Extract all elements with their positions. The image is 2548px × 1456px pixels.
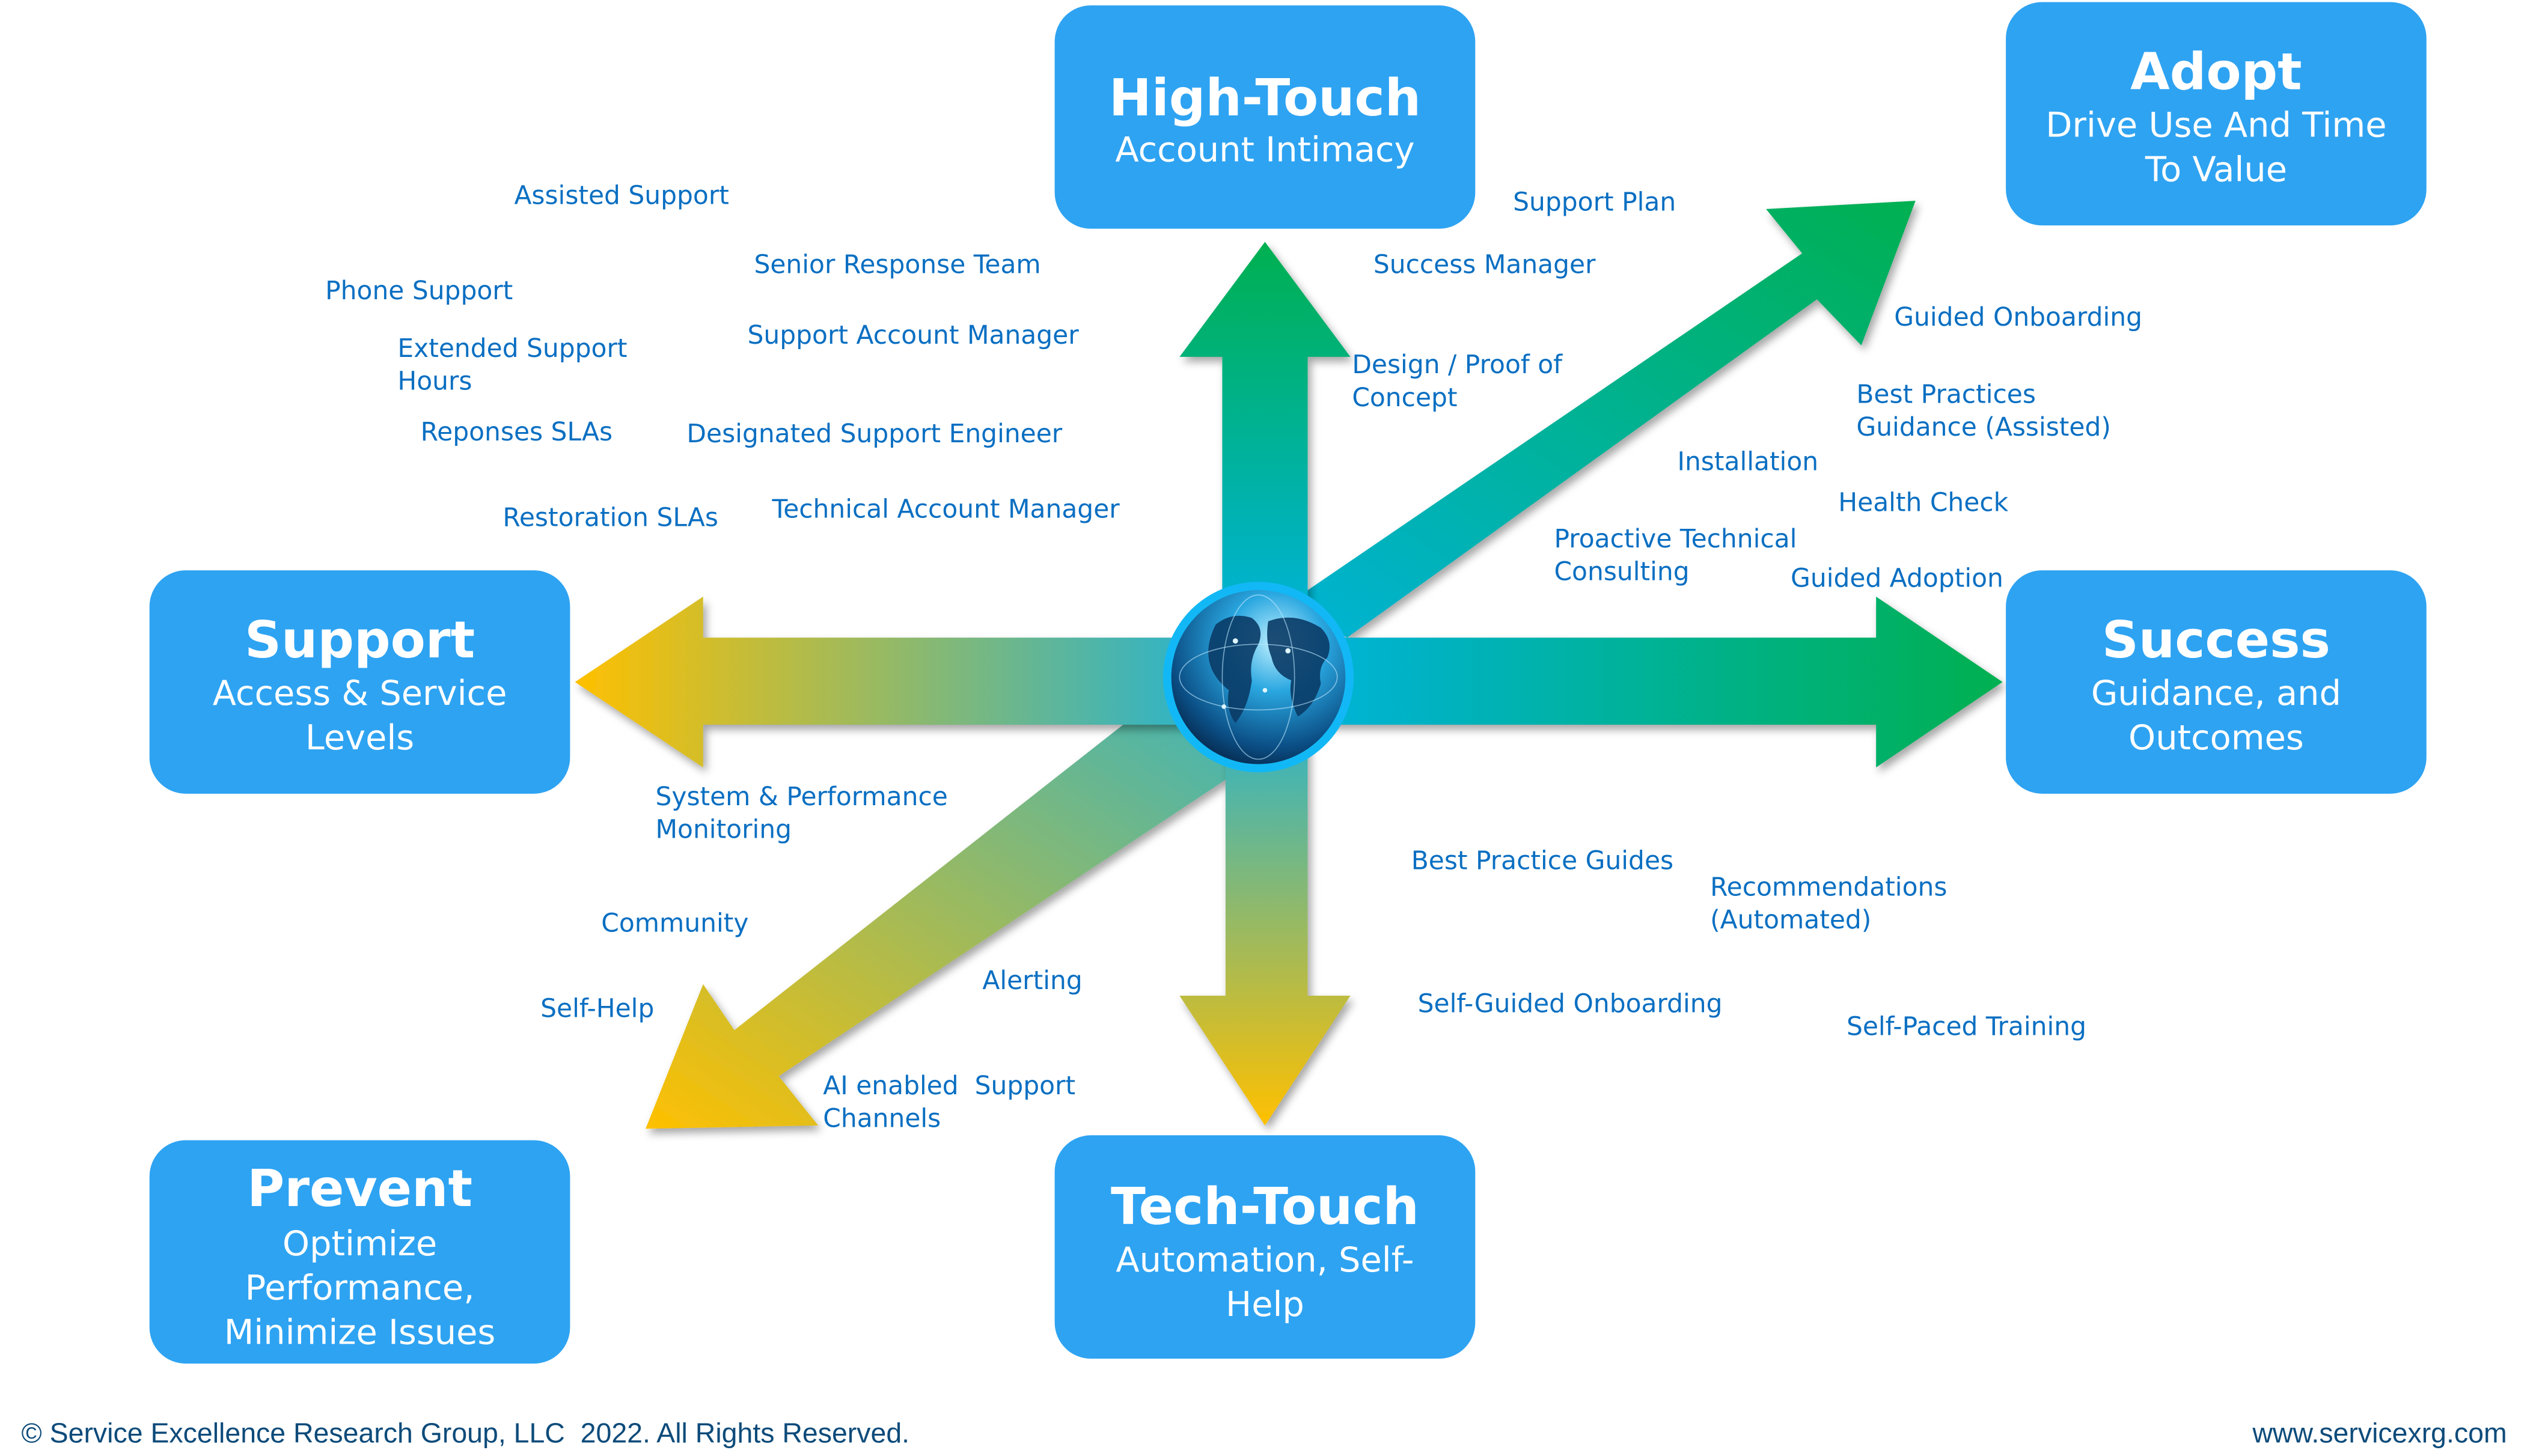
box-subtitle: Performance, — [245, 1268, 475, 1308]
arrow-high-touch — [1179, 242, 1351, 625]
item-design-proof-of-concept-2: Concept — [1352, 383, 1457, 412]
arrows — [575, 201, 2003, 1129]
box-title: Tech-Touch — [1111, 1177, 1419, 1236]
box-title: High-Touch — [1109, 68, 1421, 127]
box-subtitle: Drive Use And Time — [2045, 105, 2386, 145]
item-assisted-support: Assisted Support — [514, 181, 729, 210]
arrow-adopt — [1262, 201, 1916, 638]
globe-icon — [1163, 582, 1354, 773]
box-subtitle: Help — [1226, 1284, 1304, 1324]
box-subtitle: Minimize Issues — [224, 1312, 496, 1352]
item-restoration-slas: Restoration SLAs — [503, 502, 718, 532]
item-guided-adoption: Guided Adoption — [1791, 563, 2003, 592]
box-tech-touch: Tech-Touch Automation, Self- Help — [1054, 1135, 1476, 1359]
item-self-guided-onboarding: Self-Guided Onboarding — [1418, 988, 1723, 1018]
box-title: Support — [245, 610, 475, 669]
item-proactive-technical-consulting: Proactive Technical — [1554, 524, 1797, 553]
box-prevent: Prevent Optimize Performance, Minimize I… — [149, 1140, 570, 1364]
item-phone-support: Phone Support — [325, 276, 513, 305]
item-community: Community — [601, 908, 748, 937]
item-success-manager: Success Manager — [1373, 249, 1596, 279]
item-installation: Installation — [1677, 446, 1818, 476]
box-adopt: Adopt Drive Use And Time To Value — [2006, 2, 2427, 226]
item-system-performance-monitoring-2: Monitoring — [655, 815, 792, 844]
box-success: Success Guidance, and Outcomes — [2006, 570, 2427, 794]
item-best-practices-guidance: Best Practices — [1856, 379, 2036, 409]
box-subtitle: Account Intimacy — [1115, 130, 1414, 170]
arrow-success — [1314, 596, 2003, 768]
copyright-notice: © Service Excellence Research Group, LLC… — [22, 1417, 910, 1448]
item-recommendations-automated-2: (Automated) — [1710, 905, 1871, 934]
box-subtitle: Access & Service — [213, 673, 507, 713]
items: Assisted Support Phone Support Extended … — [325, 181, 2142, 1133]
box-high-touch: High-Touch Account Intimacy — [1054, 5, 1476, 229]
item-design-proof-of-concept: Design / Proof of — [1352, 350, 1563, 379]
item-system-performance-monitoring: System & Performance — [655, 782, 947, 811]
item-proactive-technical-consulting-2: Consulting — [1554, 557, 1689, 586]
box-subtitle: Outcomes — [2128, 717, 2304, 758]
item-support-plan: Support Plan — [1513, 187, 1676, 217]
box-support: Support Access & Service Levels — [149, 570, 570, 794]
item-designated-support-engineer: Designated Support Engineer — [686, 419, 1062, 448]
item-ai-enabled-support-channels-2: Channels — [823, 1104, 941, 1133]
box-title: Success — [2102, 610, 2330, 669]
item-self-paced-training: Self-Paced Training — [1847, 1012, 2086, 1041]
item-support-account-manager: Support Account Manager — [748, 320, 1080, 350]
item-self-help: Self-Help — [540, 994, 654, 1023]
box-title: Prevent — [247, 1159, 472, 1218]
box-subtitle: Automation, Self- — [1116, 1240, 1414, 1280]
box-subtitle: Optimize — [283, 1223, 437, 1264]
box-subtitle: Levels — [305, 717, 414, 758]
box-subtitle: Guidance, and — [2091, 673, 2341, 713]
arrow-support — [575, 596, 1191, 768]
item-extended-support-hours: Extended Support — [397, 334, 627, 363]
box-title: Adopt — [2130, 41, 2302, 101]
item-guided-onboarding: Guided Onboarding — [1894, 302, 2142, 332]
item-health-check: Health Check — [1838, 488, 2008, 517]
item-recommendations-automated: Recommendations — [1710, 872, 1947, 901]
box-subtitle: To Value — [2145, 149, 2287, 189]
item-reponses-slas: Reponses SLAs — [421, 417, 613, 446]
item-alerting: Alerting — [982, 966, 1082, 995]
item-technical-account-manager: Technical Account Manager — [772, 495, 1120, 524]
website-link[interactable]: www.servicexrg.com — [2252, 1417, 2507, 1448]
item-extended-support-hours-2: Hours — [397, 366, 472, 395]
arrow-prevent — [646, 680, 1311, 1129]
arrow-tech-touch — [1179, 723, 1351, 1126]
item-senior-response-team: Senior Response Team — [754, 249, 1040, 279]
item-ai-enabled-support-channels: AI enabled Support — [823, 1071, 1075, 1100]
item-best-practices-guidance-2: Guidance (Assisted) — [1856, 412, 2111, 442]
item-best-practice-guides: Best Practice Guides — [1411, 846, 1673, 876]
